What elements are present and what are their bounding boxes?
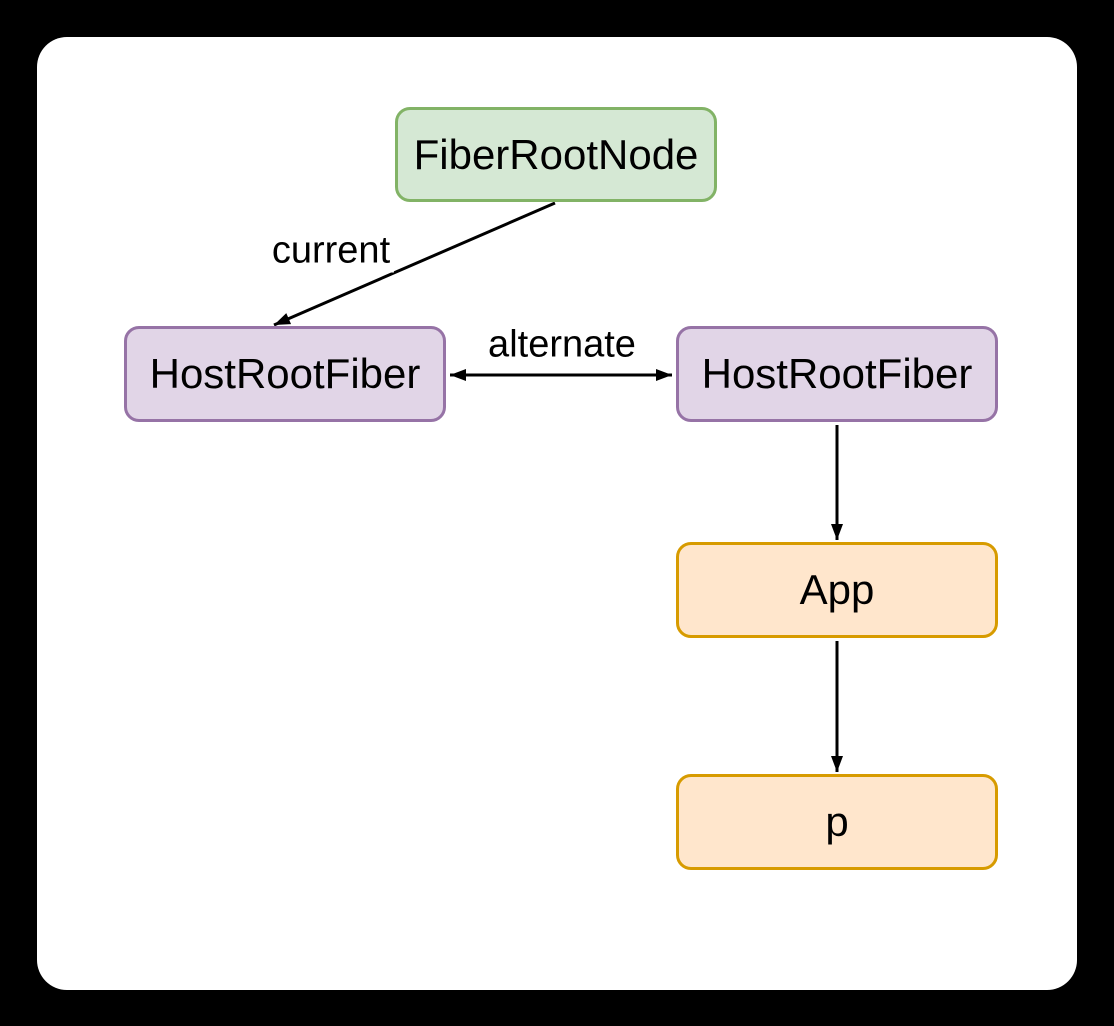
node-host-root-fiber-alternate: HostRootFiber bbox=[676, 326, 998, 422]
node-app-label: App bbox=[799, 566, 875, 613]
node-fiber-root-node-label: FiberRootNode bbox=[413, 130, 699, 178]
edge-label-current: current bbox=[267, 229, 395, 273]
edge-current-arrow bbox=[273, 201, 556, 327]
node-app: App bbox=[676, 542, 998, 638]
diagram-canvas: FiberRootNode HostRootFiber HostRootFibe… bbox=[37, 37, 1077, 990]
edge-label-alternate: alternate bbox=[484, 323, 640, 367]
node-p-label: p bbox=[825, 798, 849, 845]
node-host-root-fiber-current-label: HostRootFiber bbox=[149, 350, 421, 397]
node-host-root-fiber-current: HostRootFiber bbox=[124, 326, 446, 422]
diagram-edges bbox=[273, 201, 843, 772]
node-host-root-fiber-alternate-label: HostRootFiber bbox=[701, 350, 973, 397]
node-fiber-root-node: FiberRootNode bbox=[395, 107, 717, 202]
node-p: p bbox=[676, 774, 998, 870]
